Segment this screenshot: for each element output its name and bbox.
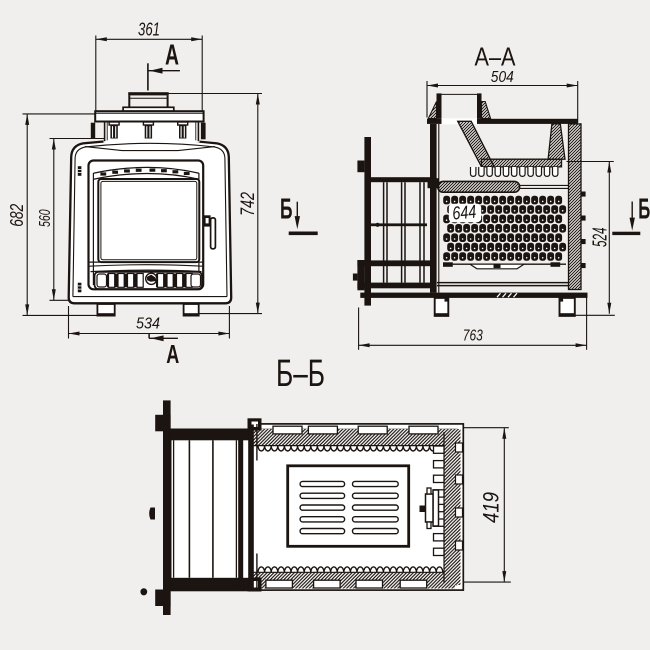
svg-text:Б–Б: Б–Б xyxy=(276,353,325,395)
svg-text:419: 419 xyxy=(479,492,504,523)
svg-text:А: А xyxy=(165,40,179,72)
svg-text:682: 682 xyxy=(6,203,27,227)
svg-text:560: 560 xyxy=(37,209,54,227)
svg-text:763: 763 xyxy=(463,327,483,344)
svg-text:742: 742 xyxy=(238,192,259,216)
svg-text:361: 361 xyxy=(138,19,160,39)
svg-text:А–А: А–А xyxy=(475,42,517,72)
svg-text:534: 534 xyxy=(136,316,160,333)
svg-text:644: 644 xyxy=(451,201,477,224)
svg-text:Б: Б xyxy=(280,193,293,225)
svg-text:524: 524 xyxy=(590,227,612,247)
svg-text:504: 504 xyxy=(491,69,514,86)
svg-text:А: А xyxy=(166,339,179,369)
svg-text:Б: Б xyxy=(638,193,650,225)
